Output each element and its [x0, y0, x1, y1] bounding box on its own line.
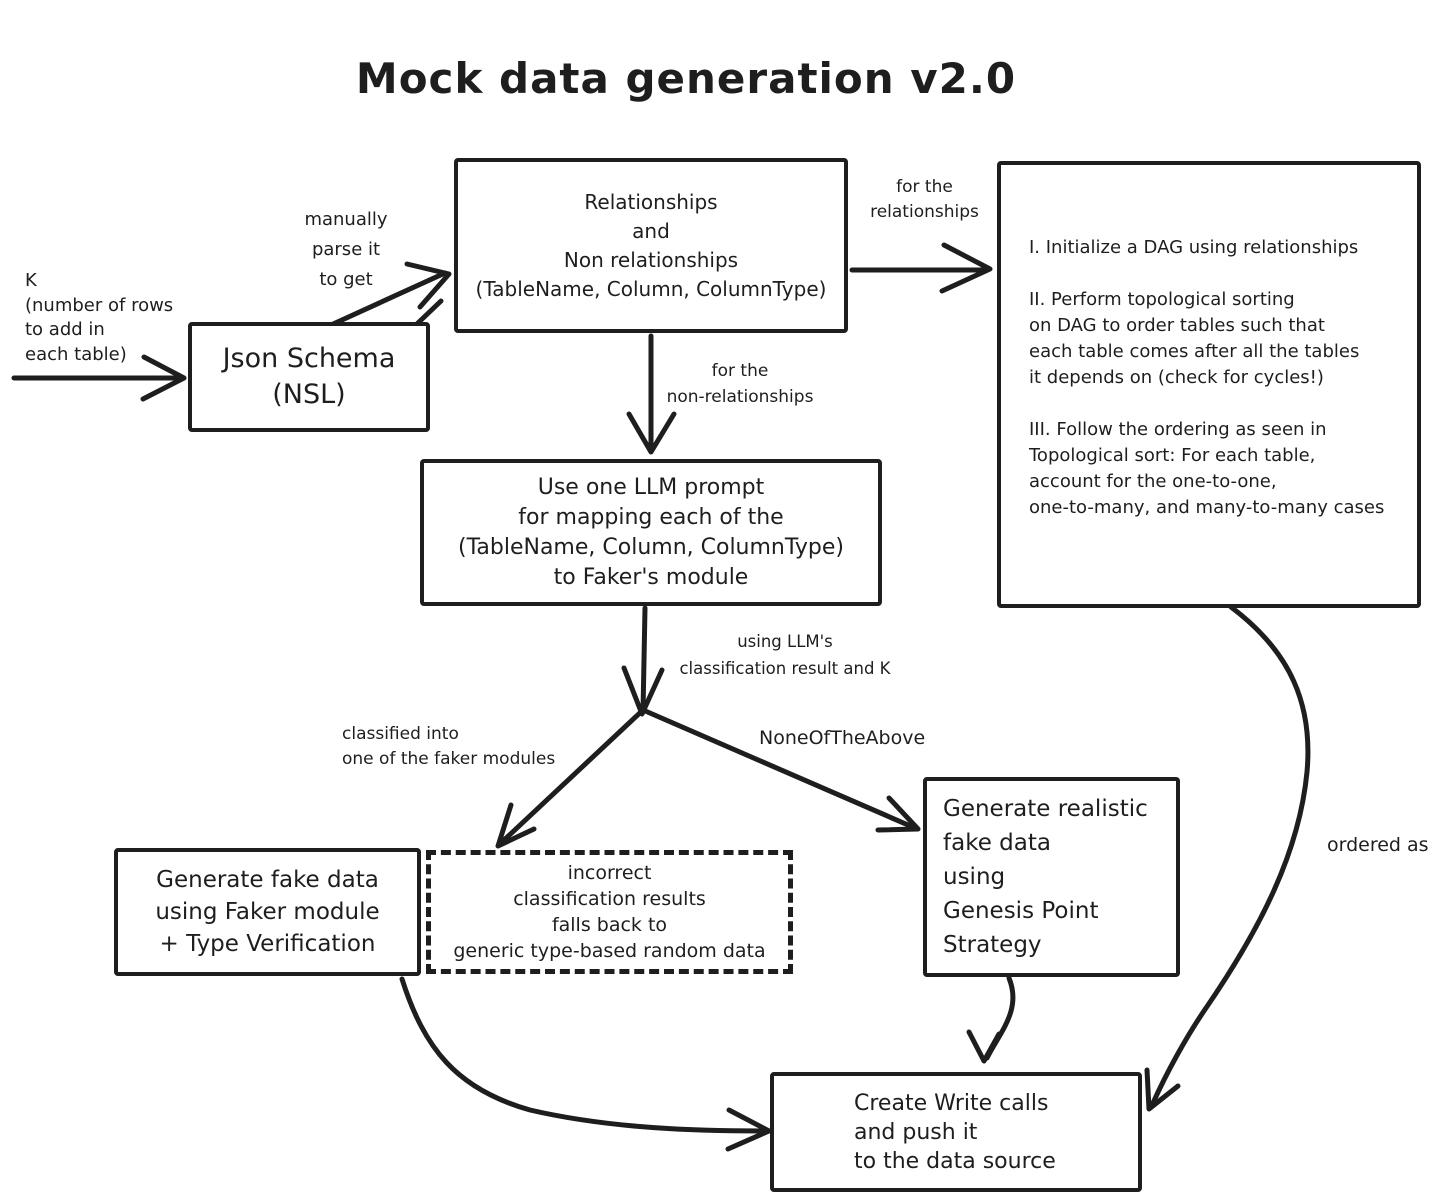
- write-calls-box: Create Write calls and push it to the da…: [770, 1072, 1142, 1192]
- arrow-llm-to-split: [621, 605, 665, 717]
- arrow-k-to-json-schema: [11, 354, 187, 402]
- faker-module-box: Generate fake data using Faker module + …: [114, 848, 421, 976]
- none-of-the-above-label: NoneOfTheAbove: [759, 727, 926, 749]
- fallback-box: incorrect classification results falls b…: [426, 850, 793, 974]
- arrow-genesis-to-write: [966, 975, 1016, 1064]
- diagram-title: Mock data generation v2.0: [355, 54, 1017, 104]
- using-llm-label: using LLM's classification result and K: [679, 632, 891, 678]
- json-schema-box: Json Schema (NSL): [188, 322, 430, 432]
- arrow-relationships-to-dag: [849, 242, 993, 294]
- k-rows-label: K (number of rows to add in each table): [25, 270, 174, 365]
- arrow-split-to-genesis: [640, 707, 921, 833]
- arrow-dag-to-write: [1144, 604, 1311, 1112]
- for-relationships-label: for the relationships: [870, 177, 979, 222]
- arrow-faker-to-write: [399, 976, 772, 1152]
- arrow-split-to-fallback: [495, 707, 646, 849]
- genesis-strategy-box: Generate realistic fake data using Genes…: [923, 777, 1180, 977]
- relationships-box: Relationships and Non relationships (Tab…: [454, 158, 848, 333]
- arrow-relationships-to-llm: [626, 333, 677, 455]
- for-non-relationships-label: for the non-relationships: [666, 361, 814, 407]
- manually-parse-label: manually parse it to get: [304, 209, 388, 290]
- llm-prompt-box: Use one LLM prompt for mapping each of t…: [420, 459, 882, 606]
- dag-steps-box: I. Initialize a DAG using relationships …: [997, 161, 1421, 608]
- classified-into-label: classified into one of the faker modules: [342, 724, 556, 769]
- ordered-as-label: ordered as: [1327, 834, 1429, 856]
